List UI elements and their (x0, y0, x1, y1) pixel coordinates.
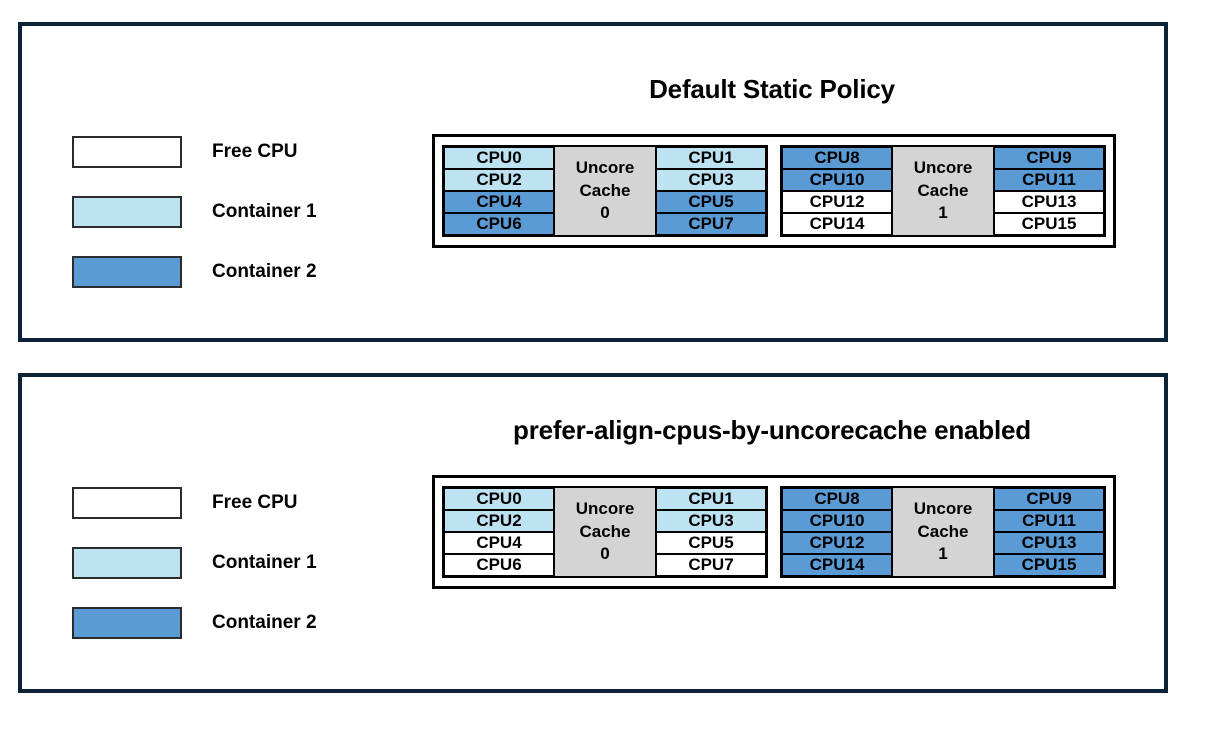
uncore-cache-line-2: Cache (579, 521, 631, 541)
cpu-cell: CPU14 (782, 213, 892, 235)
cpu-cell: CPU10 (782, 169, 892, 191)
legend-item-container-2: Container 2 (72, 242, 317, 302)
cpu-cell: CPU9 (994, 488, 1104, 510)
legend-swatch-free-cpu (72, 136, 182, 168)
cpu-column-right: CPU1 CPU3 CPU5 CPU7 (656, 488, 766, 576)
cpu-cell: CPU6 (444, 554, 554, 576)
cpu-cell: CPU7 (656, 554, 766, 576)
cpu-cell: CPU3 (656, 510, 766, 532)
cpu-cell: CPU8 (782, 488, 892, 510)
cpu-cell: CPU3 (656, 169, 766, 191)
cpu-cell: CPU0 (444, 488, 554, 510)
legend-label-free-cpu: Free CPU (212, 141, 298, 162)
uncore-cache-line-1: Uncore (913, 499, 973, 519)
panel-prefer-align-enabled: prefer-align-cpus-by-uncorecache enabled… (18, 373, 1168, 693)
uncore-cache-index: 1 (938, 203, 948, 223)
legend: Free CPU Container 1 Container 2 (72, 473, 317, 653)
cpu-cell: CPU9 (994, 147, 1104, 169)
uncore-cache-label: Uncore Cache 1 (892, 147, 994, 235)
cpu-column-right: CPU1 CPU3 CPU5 CPU7 (656, 147, 766, 235)
legend-label-container-1: Container 1 (212, 552, 317, 573)
uncore-cache-group: CPU0 CPU2 CPU4 CPU6 Uncore Cache 0 CPU1 … (442, 145, 768, 237)
cpu-cell: CPU15 (994, 213, 1104, 235)
cpu-column-right: CPU9 CPU11 CPU13 CPU15 (994, 147, 1104, 235)
page-title: Default Static Policy (649, 74, 895, 104)
uncore-cache-index: 1 (938, 544, 948, 564)
cpu-cell: CPU13 (994, 532, 1104, 554)
cpu-column-left: CPU8 CPU10 CPU12 CPU14 (782, 147, 892, 235)
cpu-topology-diagram: CPU0 CPU2 CPU4 CPU6 Uncore Cache 0 CPU1 … (432, 475, 1116, 589)
uncore-cache-label: Uncore Cache 0 (554, 488, 656, 576)
uncore-cache-line-1: Uncore (575, 499, 635, 519)
uncore-cache-label: Uncore Cache 0 (554, 147, 656, 235)
cpu-cell: CPU13 (994, 191, 1104, 213)
cpu-column-left: CPU0 CPU2 CPU4 CPU6 (444, 488, 554, 576)
cpu-cell: CPU4 (444, 191, 554, 213)
legend-swatch-container-1 (72, 547, 182, 579)
uncore-cache-line-1: Uncore (913, 158, 973, 178)
cpu-cell: CPU11 (994, 510, 1104, 532)
legend-swatch-free-cpu (72, 487, 182, 519)
cpu-cell: CPU1 (656, 488, 766, 510)
legend-label-container-2: Container 2 (212, 612, 317, 633)
legend-label-container-1: Container 1 (212, 201, 317, 222)
cpu-cell: CPU14 (782, 554, 892, 576)
cpu-cell: CPU5 (656, 532, 766, 554)
legend-item-container-2: Container 2 (72, 593, 317, 653)
cpu-cell: CPU4 (444, 532, 554, 554)
legend-label-free-cpu: Free CPU (212, 492, 298, 513)
cpu-column-right: CPU9 CPU11 CPU13 CPU15 (994, 488, 1104, 576)
uncore-cache-group: CPU0 CPU2 CPU4 CPU6 Uncore Cache 0 CPU1 … (442, 486, 768, 578)
cpu-column-left: CPU0 CPU2 CPU4 CPU6 (444, 147, 554, 235)
cpu-cell: CPU8 (782, 147, 892, 169)
uncore-cache-group: CPU8 CPU10 CPU12 CPU14 Uncore Cache 1 CP… (780, 145, 1106, 237)
cpu-cell: CPU12 (782, 191, 892, 213)
cpu-cell: CPU15 (994, 554, 1104, 576)
uncore-cache-index: 0 (600, 544, 610, 564)
legend-swatch-container-2 (72, 256, 182, 288)
legend-swatch-container-1 (72, 196, 182, 228)
uncore-cache-index: 0 (600, 203, 610, 223)
cpu-topology-diagram: CPU0 CPU2 CPU4 CPU6 Uncore Cache 0 CPU1 … (432, 134, 1116, 248)
legend-label-container-2: Container 2 (212, 261, 317, 282)
legend: Free CPU Container 1 Container 2 (72, 122, 317, 302)
cpu-cell: CPU5 (656, 191, 766, 213)
panel-default-static-policy: Default Static Policy Free CPU Container… (18, 22, 1168, 342)
legend-item-free-cpu: Free CPU (72, 473, 317, 533)
cpu-cell: CPU6 (444, 213, 554, 235)
legend-item-container-1: Container 1 (72, 182, 317, 242)
page-title: prefer-align-cpus-by-uncorecache enabled (513, 415, 1031, 445)
cpu-cell: CPU2 (444, 169, 554, 191)
uncore-cache-line-1: Uncore (575, 158, 635, 178)
cpu-cell: CPU1 (656, 147, 766, 169)
uncore-cache-line-2: Cache (917, 521, 969, 541)
uncore-cache-label: Uncore Cache 1 (892, 488, 994, 576)
cpu-column-left: CPU8 CPU10 CPU12 CPU14 (782, 488, 892, 576)
legend-item-free-cpu: Free CPU (72, 122, 317, 182)
cpu-cell: CPU7 (656, 213, 766, 235)
cpu-cell: CPU10 (782, 510, 892, 532)
cpu-cell: CPU11 (994, 169, 1104, 191)
uncore-cache-line-2: Cache (579, 180, 631, 200)
legend-swatch-container-2 (72, 607, 182, 639)
cpu-cell: CPU12 (782, 532, 892, 554)
uncore-cache-group: CPU8 CPU10 CPU12 CPU14 Uncore Cache 1 CP… (780, 486, 1106, 578)
legend-item-container-1: Container 1 (72, 533, 317, 593)
cpu-cell: CPU2 (444, 510, 554, 532)
uncore-cache-line-2: Cache (917, 180, 969, 200)
cpu-cell: CPU0 (444, 147, 554, 169)
